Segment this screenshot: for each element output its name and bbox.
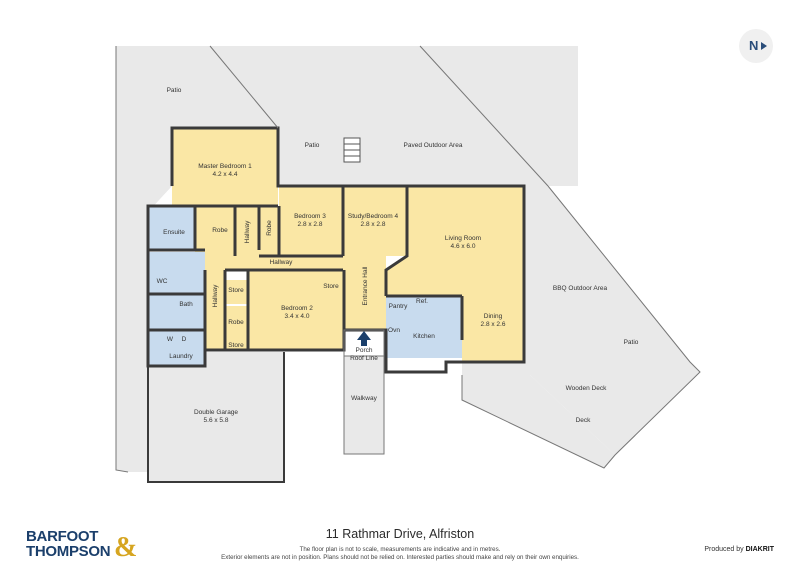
disclaimer-line-1: The floor plan is not to scale, measurem…	[299, 546, 501, 553]
label-deck: Deck	[576, 417, 592, 424]
outdoor-area-north	[210, 46, 548, 186]
label-robe3: Robe	[228, 319, 244, 326]
room-hallway-v2	[205, 270, 225, 350]
room-bedroom-3	[279, 186, 343, 256]
property-address: 11 Rathmar Drive, Alfriston	[325, 527, 475, 541]
label-laundry: Laundry	[169, 353, 193, 360]
label-hallway-v1: Hallway	[244, 220, 251, 244]
room-study	[343, 186, 407, 256]
label-hallway-h: Hallway	[270, 259, 294, 266]
room-store-entrance	[320, 274, 342, 296]
room-ensuite	[148, 206, 195, 250]
garage-walls	[147, 352, 285, 483]
room-entrance-hall	[343, 256, 386, 330]
room-store-hall	[225, 280, 248, 304]
bbq-outdoor-area	[524, 186, 690, 362]
label-robe1: Robe	[212, 227, 228, 234]
room-pantry	[386, 296, 412, 316]
label-patio-right: Patio	[624, 339, 639, 346]
compass-north-label: N	[749, 38, 759, 53]
label-master-dim: 4.2 x 4.4	[213, 171, 238, 178]
disclaimer-line-2: Exterior elements are not in position. P…	[221, 554, 579, 561]
producer-name: DIAKRIT	[745, 546, 774, 553]
label-garage-dim: 5.6 x 5.8	[204, 417, 229, 424]
room-laundry	[148, 330, 205, 366]
deck	[462, 375, 615, 468]
producer-credit: Produced by DIAKRIT	[704, 546, 774, 553]
compass-arrow-icon	[761, 42, 767, 50]
label-bed3-dim: 2.8 x 2.8	[298, 221, 323, 228]
outdoor-area-east	[420, 46, 578, 186]
entrance-arrow-icon	[357, 331, 371, 346]
label-ensuite: Ensuite	[163, 229, 185, 236]
label-master: Master Bedroom 1	[198, 163, 252, 170]
label-bed3: Bedroom 3	[294, 213, 326, 220]
label-robe2: Robe	[266, 220, 273, 236]
label-dining-dim: 2.8 x 2.6	[481, 321, 506, 328]
walkway-area	[344, 356, 384, 454]
label-wc: WC	[157, 278, 168, 285]
label-w: W	[167, 336, 174, 343]
room-living-dining	[386, 186, 524, 362]
label-patio-mid: Patio	[305, 142, 320, 149]
room-hallway-v1	[235, 206, 259, 256]
label-study-dim: 2.8 x 2.8	[361, 221, 386, 228]
label-paved: Paved Outdoor Area	[404, 142, 463, 149]
room-robe-2	[259, 206, 279, 250]
room-bath	[148, 294, 205, 330]
disclaimer: The floor plan is not to scale, measurem…	[0, 546, 800, 562]
label-living: Living Room	[445, 235, 481, 242]
label-store3: Store	[228, 342, 244, 349]
label-bed2-dim: 3.4 x 4.0	[285, 313, 310, 320]
label-porch: Porch	[356, 347, 373, 354]
room-robe-1	[195, 206, 235, 250]
label-ovn: Ovn	[388, 327, 400, 334]
label-garage: Double Garage	[194, 409, 238, 416]
stairs	[343, 137, 361, 163]
label-hallway-v2: Hallway	[212, 284, 219, 308]
thin-lines	[115, 45, 701, 473]
label-living-dim: 4.6 x 6.0	[451, 243, 476, 250]
label-bath: Bath	[179, 301, 193, 308]
label-d: D	[182, 336, 187, 343]
label-pantry: Pantry	[389, 303, 409, 310]
label-study: Study/Bedroom 4	[348, 213, 399, 220]
label-ref: Ref.	[416, 298, 428, 305]
logo-line-2: THOMPSON	[26, 543, 111, 560]
label-store1: Store	[228, 287, 244, 294]
label-patio-top: Patio	[167, 87, 182, 94]
compass: N	[739, 29, 773, 63]
logo-line-1: BARFOOT	[26, 528, 99, 545]
logo-ampersand: &	[114, 532, 138, 563]
label-kitchen: Kitchen	[413, 333, 435, 340]
label-wooden-deck: Wooden Deck	[566, 385, 607, 392]
label-bed2: Bedroom 2	[281, 305, 313, 312]
garage-area	[148, 352, 284, 482]
label-bbq: BBQ Outdoor Area	[553, 285, 608, 292]
wooden-deck	[462, 362, 700, 455]
room-store-front	[225, 336, 248, 350]
room-master-bedroom	[172, 128, 278, 206]
label-dining: Dining	[484, 313, 503, 320]
producer-prefix: Produced by	[704, 546, 744, 553]
room-robe-3	[225, 306, 248, 336]
brand-logo: BARFOOT THOMPSON &	[26, 528, 146, 563]
room-wc	[148, 252, 205, 294]
label-store2: Store	[323, 283, 339, 290]
label-walkway: Walkway	[351, 395, 378, 402]
label-entrance: Entrance Hall	[362, 266, 369, 306]
label-roofline: Roof Line	[350, 355, 378, 362]
